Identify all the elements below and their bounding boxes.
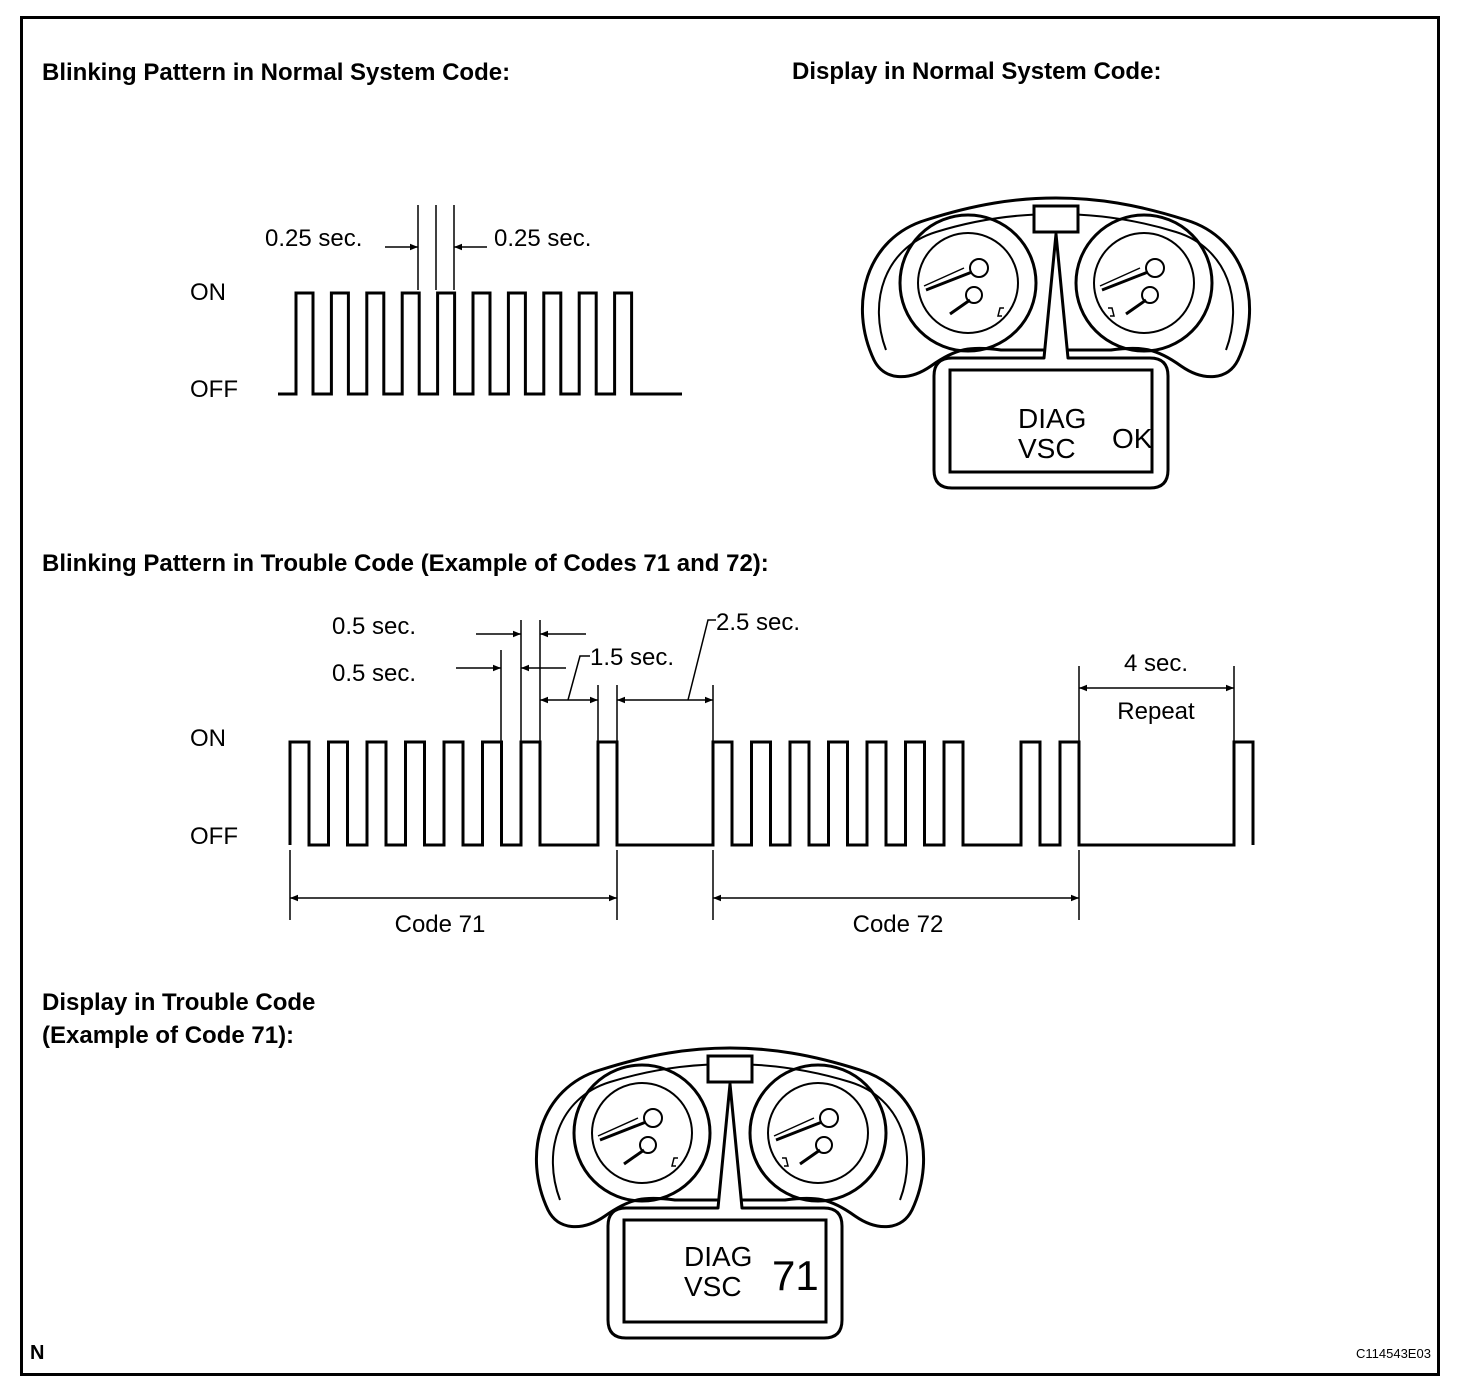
normal-lcd-line2: VSC xyxy=(1018,433,1076,464)
heading-trouble-display-line1: Display in Trouble Code xyxy=(42,989,316,1016)
trouble-code-gap: 2.5 sec. xyxy=(716,609,800,636)
figure-frame xyxy=(20,16,1440,1376)
normal-blink-signal xyxy=(278,291,682,396)
normal-left-interval: 0.25 sec. xyxy=(265,225,362,252)
trouble-blink-signal xyxy=(288,740,1255,847)
normal-lcd-line1: DIAG xyxy=(1018,403,1086,434)
code-71-label: Code 71 xyxy=(395,911,486,938)
code-72-label: Code 72 xyxy=(853,911,944,938)
normal-on-label: ON xyxy=(190,279,226,306)
heading-trouble-pattern: Blinking Pattern in Trouble Code (Exampl… xyxy=(42,550,769,577)
trouble-repeat-interval: 4 sec. xyxy=(1124,650,1188,677)
trouble-waveform: ON OFF 0.5 sec. 0.5 sec. 1.5 sec. 2.5 se… xyxy=(190,609,1255,938)
trouble-display-cluster: DIAG VSC 71 xyxy=(534,1046,926,1340)
trouble-lcd-line2: VSC xyxy=(684,1271,742,1302)
figure-id: C114543E03 xyxy=(1356,1346,1431,1361)
normal-lcd-value: OK xyxy=(1112,423,1153,454)
trouble-on-label: ON xyxy=(190,725,226,752)
trouble-lcd-line1: DIAG xyxy=(684,1241,752,1272)
trouble-lcd-value: 71 xyxy=(772,1252,819,1299)
normal-off-label: OFF xyxy=(190,376,238,403)
heading-trouble-display-line2: (Example of Code 71): xyxy=(42,1022,295,1049)
normal-waveform: ON OFF 0.25 sec. 0.25 sec. xyxy=(190,205,682,403)
trouble-digit-gap: 1.5 sec. xyxy=(590,644,674,671)
trouble-off-interval: 0.5 sec. xyxy=(332,660,416,687)
trouble-on-interval: 0.5 sec. xyxy=(332,613,416,640)
heading-normal-display: Display in Normal System Code: xyxy=(792,58,1162,85)
normal-right-interval: 0.25 sec. xyxy=(494,225,591,252)
corner-letter: N xyxy=(30,1342,45,1364)
trouble-repeat-label: Repeat xyxy=(1117,698,1195,725)
heading-normal-pattern: Blinking Pattern in Normal System Code: xyxy=(42,59,511,86)
normal-display-cluster: DIAG VSC OK xyxy=(860,196,1252,490)
trouble-off-label: OFF xyxy=(190,823,238,850)
